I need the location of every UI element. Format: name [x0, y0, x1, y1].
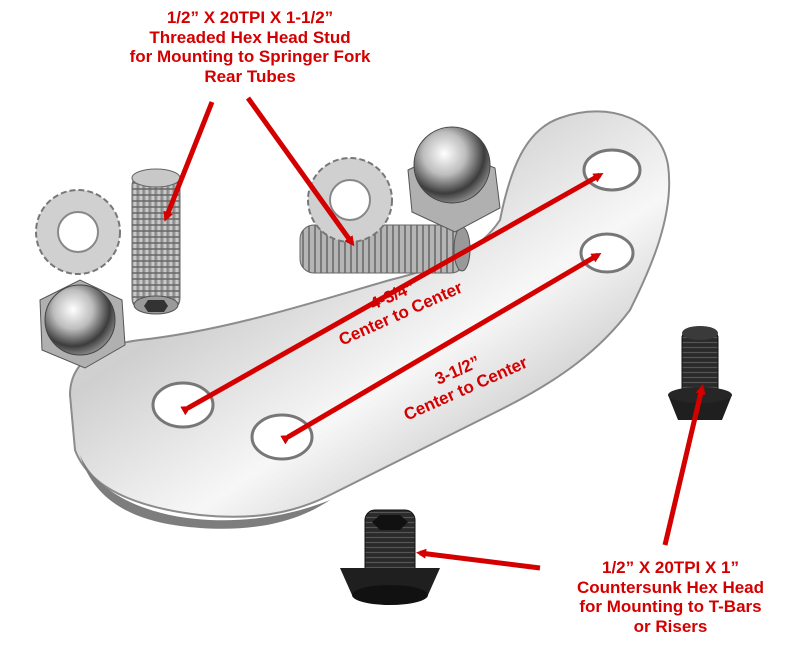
stud-callout-line-4: Rear Tubes — [204, 66, 296, 86]
arrow-to-left-bolt — [416, 548, 541, 571]
hex-stud-vertical — [131, 168, 181, 315]
bracket-hole-middle — [579, 232, 635, 274]
acorn-nut-right — [407, 126, 501, 233]
acorn-nut-left — [39, 279, 126, 369]
stud-callout-line-1: 1/2” X 20TPI X 1-1/2” — [166, 8, 334, 27]
arrow-to-right-bolt — [662, 384, 706, 546]
bolt-callout-line-4: or Risers — [633, 616, 708, 636]
bracket-hole-upper — [582, 148, 642, 192]
bolt-callout: 1/2” X 20TPI X 1” Countersunk Hex Head f… — [548, 558, 793, 636]
countersunk-bolt-left — [340, 509, 440, 605]
countersunk-bolt-right — [668, 326, 732, 420]
bracket-hole-lower-right — [250, 413, 314, 461]
dimension-line-short — [280, 252, 602, 445]
bracket-hole-lower-left — [151, 381, 215, 429]
stud-callout-line-2: Threaded Hex Head Stud — [149, 27, 351, 47]
bolt-callout-line-3: for Mounting to T-Bars — [579, 597, 762, 617]
arrow-to-vertical-stud — [163, 101, 215, 222]
stud-callout: 1/2” X 20TPI X 1-1/2” Threaded Hex Head … — [110, 8, 390, 86]
bolt-callout-line-1: 1/2” X 20TPI X 1” — [601, 558, 739, 577]
lock-washer-left — [35, 189, 121, 275]
annotation-arrows — [163, 96, 706, 571]
stud-callout-line-3: for Mounting to Springer Fork — [129, 47, 371, 67]
bolt-callout-line-2: Countersunk Hex Head — [576, 577, 765, 597]
